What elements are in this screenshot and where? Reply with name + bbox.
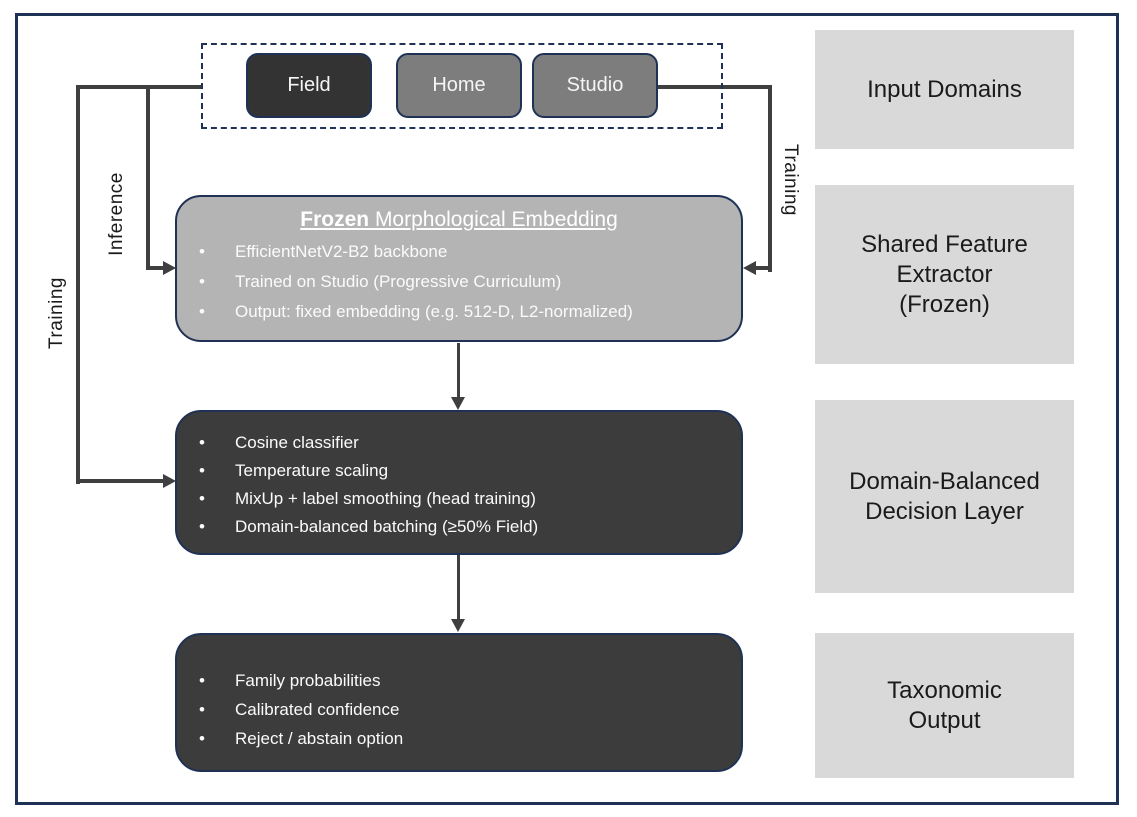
top-right-connector-line: [655, 85, 772, 89]
stage-label-line: Input Domains: [867, 75, 1022, 103]
stage-label-line: Shared Feature: [861, 230, 1028, 258]
domain-chip-field-label: Field: [287, 74, 331, 96]
decision-to-output-line: [457, 555, 460, 620]
input-domains-group-box: [201, 43, 723, 129]
output-box: Family probabilities Calibrated confiden…: [175, 633, 743, 772]
top-left-connector-line: [76, 85, 203, 89]
training-left-vertical-line: [76, 85, 80, 484]
diagram-outer-border: [15, 13, 1119, 805]
embedding-to-decision-arrowhead-icon: [451, 397, 465, 410]
stage-label-input-domains: Input Domains: [815, 30, 1074, 149]
domain-chip-home: Home: [396, 53, 522, 118]
output-bullet: Calibrated confidence: [199, 695, 741, 724]
inference-vertical-line: [146, 85, 150, 270]
stage-label-line: Extractor: [896, 260, 993, 288]
training-right-horizontal-line: [756, 266, 772, 270]
embedding-box: Frozen Morphological Embedding Efficient…: [175, 195, 743, 342]
decision-bullet-list: Cosine classifier Temperature scaling Mi…: [177, 429, 741, 541]
embedding-title: Frozen Morphological Embedding: [177, 208, 741, 232]
domain-chip-studio: Studio: [532, 53, 658, 118]
stage-label-line: Domain-Balanced: [849, 467, 1040, 495]
domain-chip-studio-label: Studio: [566, 74, 624, 96]
inference-horizontal-line: [146, 266, 166, 270]
decision-bullet: Temperature scaling: [199, 457, 741, 485]
embedding-bullet: Trained on Studio (Progressive Curriculu…: [199, 267, 741, 297]
decision-bullet: MixUp + label smoothing (head training): [199, 485, 741, 513]
decision-bullet: Domain-balanced batching (≥50% Field): [199, 513, 741, 541]
embedding-to-decision-line: [457, 343, 460, 400]
training-left-label: Training: [46, 277, 67, 349]
output-bullet: Family probabilities: [199, 666, 741, 695]
domain-chip-field: Field: [246, 53, 372, 118]
embedding-title-bold: Frozen: [300, 208, 370, 231]
domain-chip-home-label: Home: [432, 74, 486, 96]
training-right-arrowhead-icon: [743, 261, 756, 275]
stage-label-line: Output: [908, 706, 981, 734]
inference-label: Inference: [106, 172, 127, 256]
embedding-bullet: EfficientNetV2-B2 backbone: [199, 237, 741, 267]
training-left-arrowhead-icon: [163, 474, 176, 488]
decision-to-output-arrowhead-icon: [451, 619, 465, 632]
output-bullet-list: Family probabilities Calibrated confiden…: [177, 666, 741, 753]
stage-label-line: Decision Layer: [865, 497, 1024, 525]
stage-label-taxonomic-output: Taxonomic Output: [815, 633, 1074, 778]
output-bullet: Reject / abstain option: [199, 724, 741, 753]
stage-label-shared-feature-extractor: Shared Feature Extractor (Frozen): [815, 185, 1074, 364]
training-right-vertical-line: [768, 85, 772, 272]
training-left-horizontal-line: [76, 479, 166, 483]
decision-bullet: Cosine classifier: [199, 429, 741, 457]
stage-label-line: Taxonomic: [887, 676, 1002, 704]
embedding-bullet-list: EfficientNetV2-B2 backbone Trained on St…: [177, 237, 741, 327]
embedding-bullet: Output: fixed embedding (e.g. 512-D, L2-…: [199, 297, 741, 327]
stage-label-decision-layer: Domain-Balanced Decision Layer: [815, 400, 1074, 593]
stage-label-line: (Frozen): [899, 290, 990, 318]
embedding-title-rest: Morphological Embedding: [374, 208, 618, 231]
decision-box: Cosine classifier Temperature scaling Mi…: [175, 410, 743, 555]
training-right-label: Training: [780, 144, 801, 216]
inference-arrowhead-icon: [163, 261, 176, 275]
